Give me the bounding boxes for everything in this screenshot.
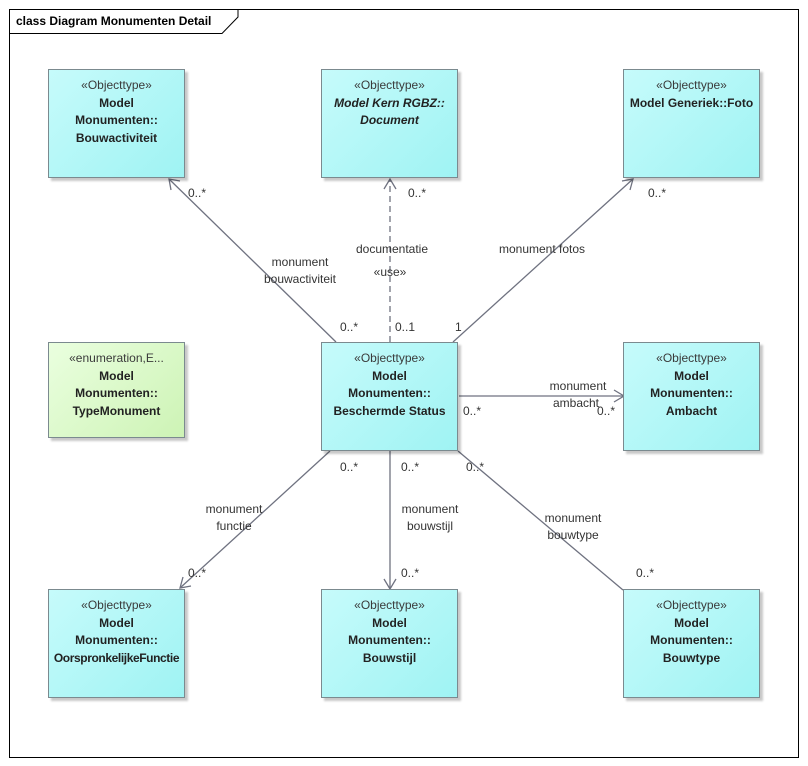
class-name-line: Monumenten:: [75, 113, 158, 127]
class-name-line: Ambacht [665, 403, 718, 418]
class-name-line: Beschermde Status [333, 403, 446, 418]
role-label-ambacht: ambacht [552, 396, 600, 410]
stereotype-label: «Objecttype» [656, 78, 727, 92]
class-name-line: Monumenten:: [75, 386, 158, 400]
mult-target-documentatie: 0..* [408, 186, 427, 200]
frame-title: class Diagram Monumenten Detail [16, 14, 212, 28]
assoc-arrow-documentatie [383, 177, 397, 190]
class-foto[interactable]: «Objecttype» Model Generiek::Foto [623, 69, 760, 178]
class-name-line: Model [372, 368, 407, 383]
class-name-line: Bouwactiviteit [75, 130, 158, 145]
role-label-bouwstijl: monument [401, 502, 459, 516]
mult-target-functie: 0..* [188, 566, 207, 580]
class-name-line: Model [674, 615, 709, 630]
assoc-line-functie[interactable] [179, 450, 331, 589]
class-name-line: Monumenten:: [348, 386, 431, 400]
stereotype-label: «Objecttype» [81, 598, 152, 612]
stereotype-label: «Objecttype» [354, 78, 425, 92]
class-name-line: OorspronkelijkeFunctie [53, 650, 180, 665]
mult-target-bouwstijl: 0..* [401, 566, 420, 580]
class-bouwactiviteit[interactable]: «Objecttype» Model Monumenten:: Bouwacti… [48, 69, 185, 178]
class-name-line: Monumenten:: [348, 633, 431, 647]
mult-target-fotos: 0..* [648, 186, 667, 200]
class-name-line: Bouwstijl [362, 650, 417, 665]
class-ambacht[interactable]: «Objecttype» Model Monumenten:: Ambacht [623, 342, 760, 451]
class-name-line: TypeMonument [72, 403, 161, 418]
class-bouwtype[interactable]: «Objecttype» Model Monumenten:: Bouwtype [623, 589, 760, 698]
class-name-line: Model Generiek::Foto [629, 95, 754, 110]
assoc-line-fotos[interactable] [452, 178, 634, 343]
stereotype-label: «enumeration,E... [69, 351, 164, 365]
class-bouwstijl[interactable]: «Objecttype» Model Monumenten:: Bouwstij… [321, 589, 458, 698]
role-label-documentatie: documentatie [355, 242, 429, 256]
class-beschermde-status[interactable]: «Objecttype» Model Monumenten:: Bescherm… [321, 342, 458, 451]
class-name-line: Model [99, 95, 134, 110]
class-name-line: Model [99, 368, 134, 383]
role-label-bouwtype: monument [544, 511, 602, 525]
assoc-arrow-bouwactiviteit [168, 178, 181, 191]
role-label-fotos: monument fotos [498, 242, 586, 256]
class-name-line: Monumenten:: [650, 386, 733, 400]
mult-source-functie: 0..* [340, 460, 359, 474]
mult-source-bouwtype: 0..* [466, 460, 485, 474]
mult-source-bouwactiviteit: 0..* [340, 320, 359, 334]
stereotype-label: «Objecttype» [81, 78, 152, 92]
class-name-line: Model Kern RGBZ:: [334, 95, 445, 110]
class-name-line: Monumenten:: [75, 633, 158, 647]
role-label-bouwactiviteit: monument [271, 255, 329, 269]
class-name-line: Model [674, 368, 709, 383]
role-label-functie: monument [205, 502, 263, 516]
mult-source-documentatie: 0..1 [395, 320, 416, 334]
stereotype-label: «Objecttype» [656, 351, 727, 365]
frame-tab-border [9, 9, 239, 34]
class-name-line: Model [372, 615, 407, 630]
class-name-line: Bouwtype [662, 650, 721, 665]
mult-source-fotos: 1 [455, 320, 462, 334]
class-name-line: Monumenten:: [650, 633, 733, 647]
class-name-line: Model [99, 615, 134, 630]
class-oorspronkelijke-functie[interactable]: «Objecttype» Model Monumenten:: Oorspron… [48, 589, 185, 698]
role-label-ambacht: monument [549, 379, 607, 393]
mult-target-bouwactiviteit: 0..* [188, 186, 207, 200]
assoc-arrow-fotos [621, 178, 634, 191]
role-label-bouwtype: bouwtype [547, 528, 599, 542]
assoc-line-bouwtype[interactable] [457, 450, 624, 591]
role-label-functie: functie [216, 519, 252, 533]
role-label-bouwactiviteit: bouwactiviteit [263, 272, 337, 286]
diagram-frame [9, 9, 799, 758]
stereotype-label: «Objecttype» [656, 598, 727, 612]
assoc-arrow-functie [179, 576, 192, 589]
role-label-bouwstijl: bouwstijl [406, 519, 454, 533]
stereotype-label: «Objecttype» [354, 598, 425, 612]
mult-target-bouwtype: 0..* [636, 566, 655, 580]
class-document[interactable]: «Objecttype» Model Kern RGBZ:: Document [321, 69, 458, 178]
assoc-line-bouwactiviteit[interactable] [168, 178, 337, 343]
enum-typemonument[interactable]: «enumeration,E... Model Monumenten:: Typ… [48, 342, 185, 438]
class-name-line: Document [360, 113, 419, 127]
stereotype-label: «Objecttype» [354, 351, 425, 365]
stereotype-label-use: «use» [373, 265, 407, 279]
mult-source-ambacht: 0..* [463, 404, 482, 418]
mult-target-ambacht: 0..* [597, 404, 616, 418]
mult-source-bouwstijl: 0..* [401, 460, 420, 474]
